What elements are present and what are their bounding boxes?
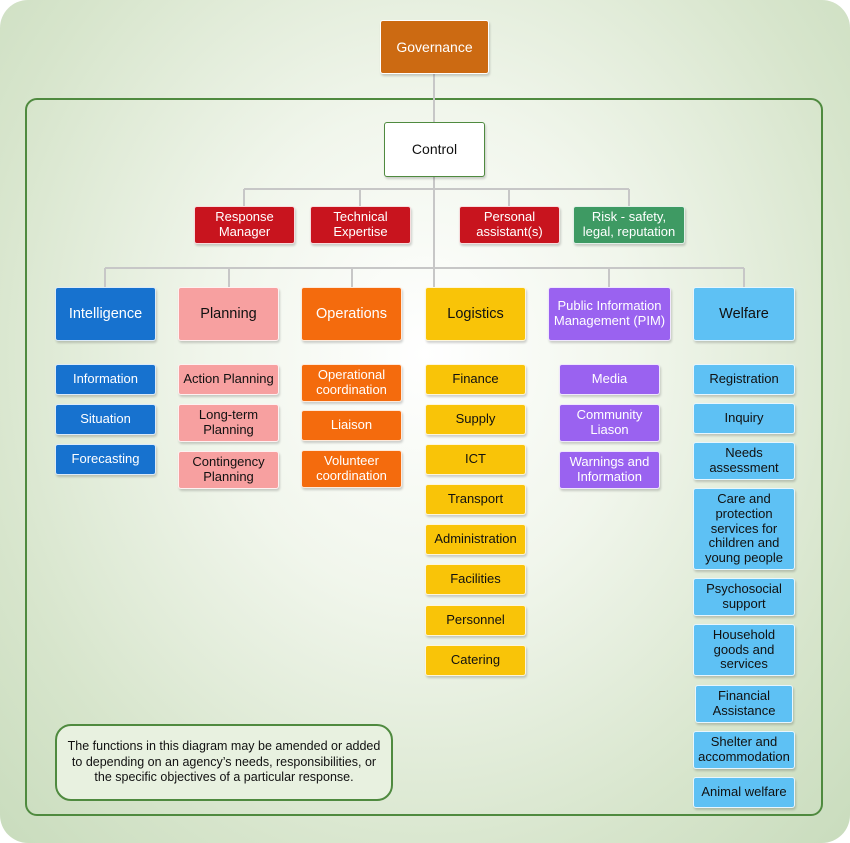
welfare-financial-assistance: Financial Assistance <box>695 685 793 723</box>
pim-warnings-and-information: Warnings and Information <box>559 451 660 489</box>
governance-box: Governance <box>380 20 489 74</box>
function-pim: Public Information Management (PIM) <box>548 287 671 341</box>
logistics-facilities: Facilities <box>425 564 526 595</box>
intelligence-information: Information <box>55 364 156 395</box>
operations-volunteer-coordination: Volunteer coordination <box>301 450 402 488</box>
pim-community-liason: Community Liason <box>559 404 660 442</box>
function-planning: Planning <box>178 287 279 341</box>
function-welfare: Welfare <box>693 287 795 341</box>
planning-long-term-planning: Long-term Planning <box>178 404 279 442</box>
logistics-administration: Administration <box>425 524 526 555</box>
diagram-note: The functions in this diagram may be ame… <box>55 724 393 801</box>
intelligence-situation: Situation <box>55 404 156 435</box>
welfare-registration: Registration <box>693 364 795 395</box>
logistics-ict: ICT <box>425 444 526 475</box>
welfare-care-and-protection: Care and protection services for childre… <box>693 488 795 570</box>
welfare-animal-welfare: Animal welfare <box>693 777 795 808</box>
logistics-catering: Catering <box>425 645 526 676</box>
function-logistics: Logistics <box>425 287 526 341</box>
planning-contingency-planning: Contingency Planning <box>178 451 279 489</box>
logistics-transport: Transport <box>425 484 526 515</box>
pim-media: Media <box>559 364 660 395</box>
welfare-needs-assessment: Needs assessment <box>693 442 795 480</box>
advisor-personal-assistant: Personal assistant(s) <box>459 206 560 244</box>
operations-liaison: Liaison <box>301 410 402 441</box>
logistics-supply: Supply <box>425 404 526 435</box>
advisor-technical-expertise: Technical Expertise <box>310 206 411 244</box>
welfare-psychosocial-support: Psychosocial support <box>693 578 795 616</box>
function-intelligence: Intelligence <box>55 287 156 341</box>
logistics-personnel: Personnel <box>425 605 526 636</box>
function-operations: Operations <box>301 287 402 341</box>
operations-operational-coordination: Operational coordination <box>301 364 402 402</box>
advisor-risk: Risk - safety, legal, reputation <box>573 206 685 244</box>
planning-action-planning: Action Planning <box>178 364 279 395</box>
welfare-shelter-and-accommodation: Shelter and accommodation <box>693 731 795 769</box>
welfare-household-goods: Household goods and services <box>693 624 795 676</box>
logistics-finance: Finance <box>425 364 526 395</box>
intelligence-forecasting: Forecasting <box>55 444 156 475</box>
control-box: Control <box>384 122 485 177</box>
advisor-response-manager: Response Manager <box>194 206 295 244</box>
welfare-inquiry: Inquiry <box>693 403 795 434</box>
control-frame <box>25 98 823 816</box>
